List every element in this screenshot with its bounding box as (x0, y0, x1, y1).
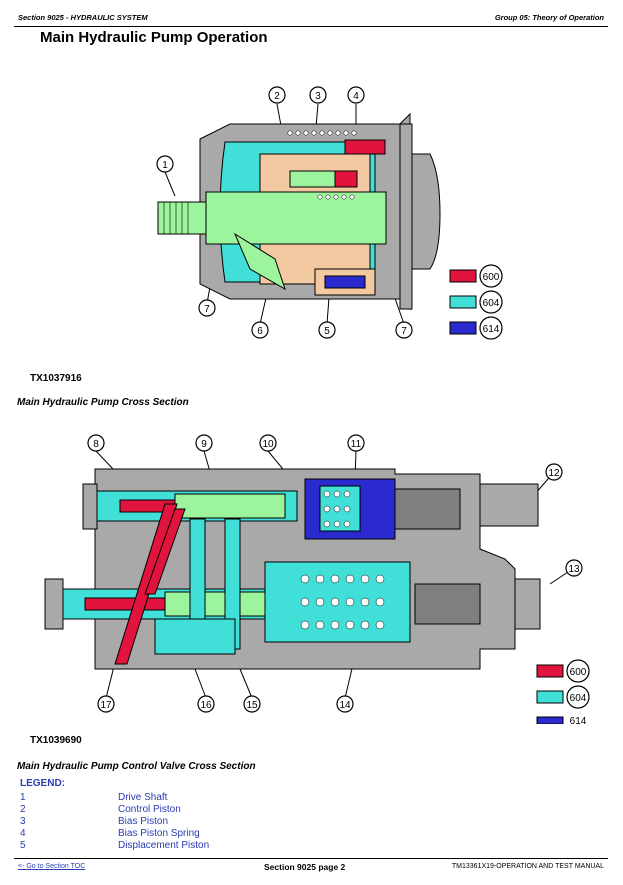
page-header: Section 9025 - HYDRAULIC SYSTEM Group 05… (14, 0, 608, 27)
figure2-code: TX1039690 (30, 735, 82, 746)
callout-2: 2 (274, 91, 280, 102)
legend-text: Drive Shaft (118, 791, 168, 803)
control-valve-cross-section-diagram: 8 9 10 11 12 13 14 15 16 17 600 604 614 (44, 434, 590, 724)
legend-num: 3 (20, 815, 26, 827)
legend-text: Bias Piston Spring (118, 828, 200, 840)
legend-num: 2 (20, 803, 26, 815)
key2-614: 614 (570, 716, 587, 724)
manual-title: TM13361X19-OPERATION AND TEST MANUAL (451, 863, 604, 870)
section-toc-link[interactable]: <- Go to Section TOC (18, 863, 86, 870)
callout-9: 9 (201, 439, 207, 450)
callout-8: 8 (93, 439, 99, 450)
callout-7b: 7 (401, 326, 407, 337)
key-614: 614 (483, 324, 500, 335)
legend-row: 1 Drive Shaft (20, 791, 209, 803)
legend-text: Displacement Piston (118, 840, 210, 852)
legend-text: Bias Piston (118, 815, 169, 827)
figure2-caption: Main Hydraulic Pump Control Valve Cross … (17, 761, 256, 772)
header-group: Group 05: Theory of Operation (494, 13, 604, 22)
page-number: Section 9025 page 2 (264, 862, 346, 872)
callout-13: 13 (568, 564, 580, 575)
callout-16: 16 (200, 700, 212, 711)
key-604: 604 (483, 298, 500, 309)
page-footer: <- Go to Section TOC Section 9025 page 2… (14, 858, 608, 875)
legend-num: 1 (20, 791, 26, 803)
callout-11: 11 (351, 439, 362, 450)
legend-text: Control Piston (118, 803, 181, 815)
callout-1: 1 (162, 160, 168, 171)
header-section: Section 9025 - HYDRAULIC SYSTEM (18, 13, 148, 22)
legend-row: 3 Bias Piston (20, 815, 209, 827)
legend-row: 4 Bias Piston Spring (20, 828, 209, 840)
callout-10: 10 (262, 439, 274, 450)
key2-604: 604 (570, 693, 587, 704)
callout-4: 4 (353, 91, 359, 102)
figure1-code: TX1037916 (30, 373, 82, 384)
legend-row: 2 Control Piston (20, 803, 209, 815)
callout-17: 17 (100, 700, 112, 711)
legend-row: 5 Displacement Piston (20, 840, 209, 852)
key-600: 600 (483, 272, 500, 283)
callout-14: 14 (339, 700, 351, 711)
key2-600: 600 (570, 667, 587, 678)
callout-5: 5 (324, 326, 330, 337)
callout-7a: 7 (204, 304, 210, 315)
callout-3: 3 (315, 91, 321, 102)
callout-15: 15 (246, 700, 258, 711)
legend-num: 5 (20, 840, 26, 852)
callout-6: 6 (257, 326, 263, 337)
legend-num: 4 (20, 828, 26, 840)
legend-heading: LEGEND: (20, 778, 65, 789)
page-title: Main Hydraulic Pump Operation (40, 29, 268, 46)
callout-12: 12 (548, 468, 560, 479)
pump-cross-section-diagram: 1 2 3 4 5 6 7 7 600 604 614 (156, 86, 503, 340)
figure1-caption: Main Hydraulic Pump Cross Section (17, 397, 189, 408)
